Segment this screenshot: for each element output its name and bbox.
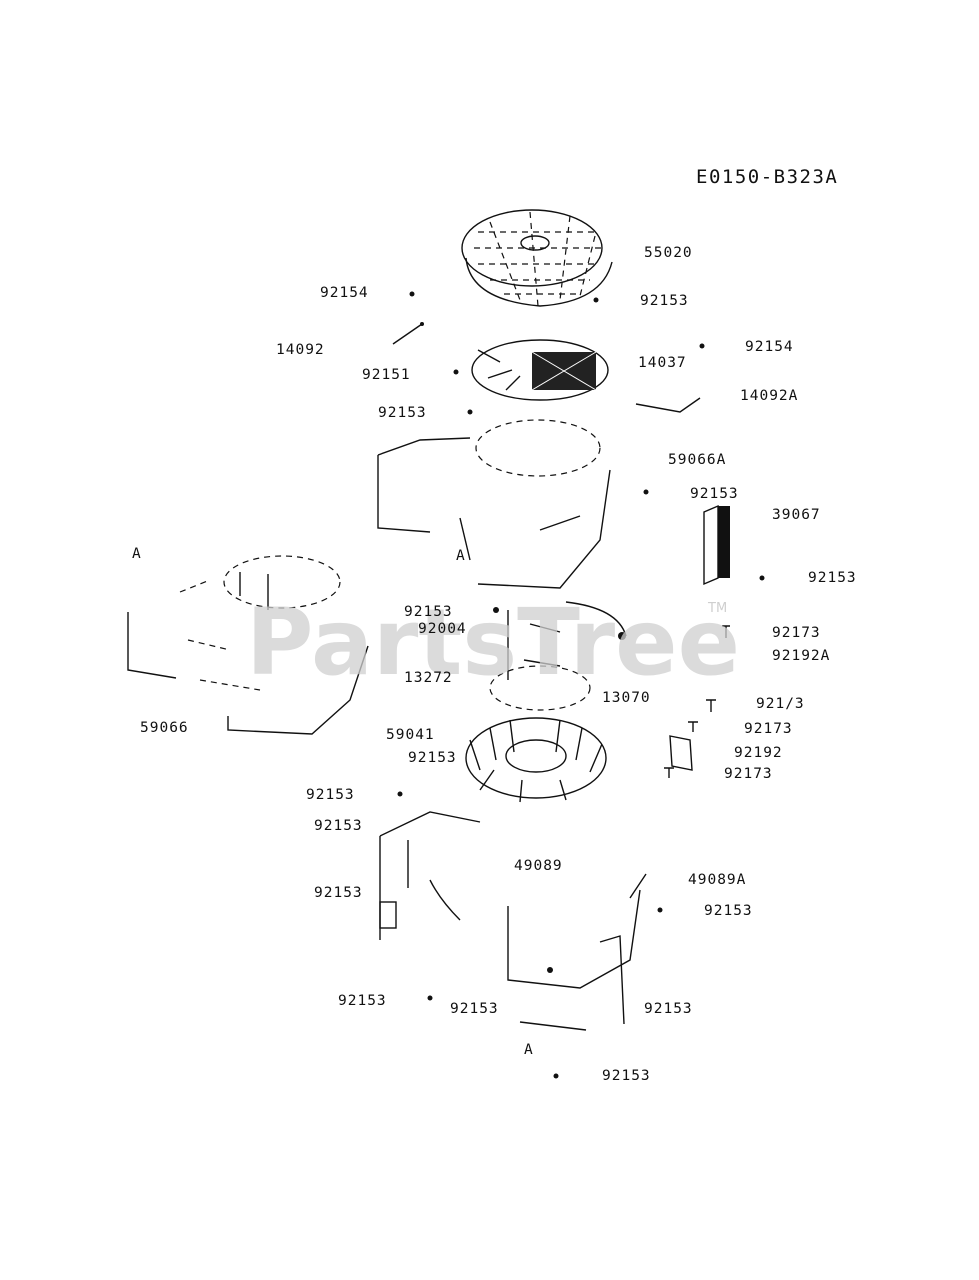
- part-label[interactable]: 92153: [450, 1001, 499, 1017]
- part-label[interactable]: 92153: [408, 750, 457, 766]
- part-label[interactable]: 14092: [276, 342, 325, 358]
- part-label[interactable]: 92153: [378, 405, 427, 421]
- part-label[interactable]: 92173: [772, 625, 821, 641]
- part-label[interactable]: 92153: [404, 604, 453, 620]
- part-label[interactable]: 92192A: [772, 648, 830, 664]
- part-label[interactable]: 49089A: [688, 872, 746, 888]
- reference-mark-a: A: [132, 546, 142, 562]
- part-label[interactable]: 92153: [644, 1001, 693, 1017]
- shroud-59066A: [377, 419, 611, 589]
- flywheel-13070: [489, 601, 627, 711]
- parts-drawing: [127, 209, 765, 1079]
- part-label[interactable]: 92153: [314, 818, 363, 834]
- bolt-marks: [397, 291, 765, 1079]
- part-label[interactable]: 14092A: [740, 388, 798, 404]
- part-label[interactable]: 59066: [140, 720, 189, 736]
- part-label[interactable]: 39067: [772, 507, 821, 523]
- part-label[interactable]: 49089: [514, 858, 563, 874]
- part-label[interactable]: 14037: [638, 355, 687, 371]
- part-label[interactable]: 13272: [404, 670, 453, 686]
- part-label[interactable]: 92004: [418, 621, 467, 637]
- part-label[interactable]: 92153: [338, 993, 387, 1009]
- part-label[interactable]: 55020: [644, 245, 693, 261]
- part-label[interactable]: 92153: [640, 293, 689, 309]
- bracket-14092A: [635, 397, 701, 413]
- part-label[interactable]: 59041: [386, 727, 435, 743]
- part-label[interactable]: 92154: [745, 339, 794, 355]
- part-label[interactable]: 92192: [734, 745, 783, 761]
- reference-mark-a: A: [456, 548, 466, 564]
- part-label[interactable]: 92154: [320, 285, 369, 301]
- part-label[interactable]: 92153: [602, 1068, 651, 1084]
- part-labels: 55020 92154 92153 14092 92151 14037 9215…: [132, 245, 857, 1084]
- part-label[interactable]: 92153: [690, 486, 739, 502]
- part-label[interactable]: 92153: [306, 787, 355, 803]
- plate-39067: [703, 504, 730, 586]
- part-label[interactable]: 92153: [704, 903, 753, 919]
- part-label[interactable]: 59066A: [668, 452, 726, 468]
- watermark-tm: TM: [707, 601, 727, 616]
- fan-part: [471, 339, 609, 401]
- screen-part: [461, 209, 613, 307]
- lower-shroud-49089: [379, 811, 647, 1031]
- reference-mark-a: A: [524, 1042, 534, 1058]
- part-label[interactable]: 92153: [314, 885, 363, 901]
- part-label[interactable]: 92151: [362, 367, 411, 383]
- bracket-14092: [392, 323, 423, 345]
- fasteners-right: [664, 625, 730, 778]
- part-label[interactable]: 92173: [724, 766, 773, 782]
- diagram-code: E0150-B323A: [696, 166, 838, 188]
- part-label[interactable]: 92173: [744, 721, 793, 737]
- part-label[interactable]: 13070: [602, 690, 651, 706]
- shroud-59066: [127, 555, 369, 735]
- stator-59041: [465, 717, 607, 803]
- part-label[interactable]: 92153: [808, 570, 857, 586]
- watermark: PartsTree: [246, 589, 740, 696]
- part-label[interactable]: 921/3: [756, 696, 805, 712]
